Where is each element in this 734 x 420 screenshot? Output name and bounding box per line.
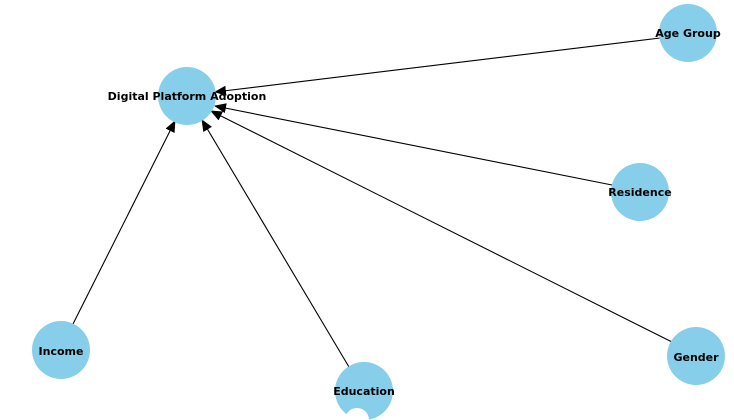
node-income-circle[interactable] <box>32 321 90 379</box>
node-age-group-label: Age Group <box>655 27 721 40</box>
node-gender-label: Gender <box>673 351 719 364</box>
nodes-group <box>32 4 725 420</box>
node-gender-circle[interactable] <box>667 327 725 385</box>
node-age-group-circle[interactable] <box>659 4 717 62</box>
edge-gender-to-target <box>210 110 673 343</box>
node-residence-label: Residence <box>608 186 671 199</box>
edge-age-group-to-target <box>214 37 661 96</box>
node-income-label: Income <box>39 345 84 358</box>
node-education-circle[interactable] <box>335 362 393 420</box>
edge-education-to-target <box>201 119 350 368</box>
edges-group <box>72 37 673 368</box>
partial-node-marker <box>345 408 369 420</box>
labels-group: Digital Platform Adoption Age Group Resi… <box>39 27 721 398</box>
edge-residence-to-target <box>214 103 613 186</box>
node-target-circle[interactable] <box>158 67 216 125</box>
node-education-label: Education <box>333 385 395 398</box>
node-residence-circle[interactable] <box>611 163 669 221</box>
node-target-label: Digital Platform Adoption <box>108 90 267 103</box>
edge-income-to-target <box>72 120 176 325</box>
